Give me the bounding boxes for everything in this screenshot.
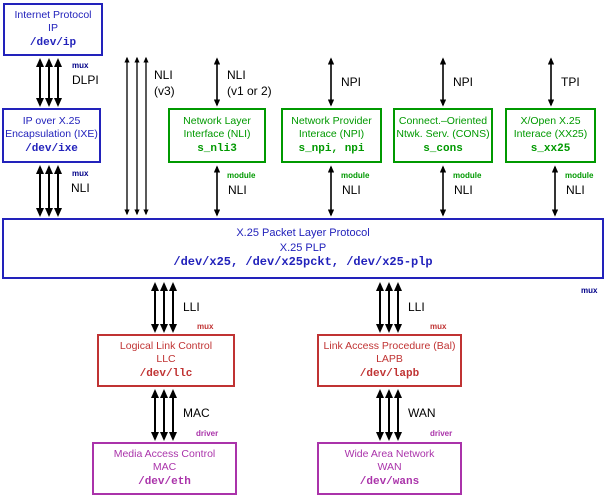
arrows-ip-ixe	[36, 58, 62, 107]
wan-box-line2: WAN	[377, 461, 402, 474]
npi-label-top-npi: NPI	[341, 75, 362, 89]
llc-box-line1: Logical Link Control	[119, 339, 213, 352]
ixe-box: IP over X.25 Encapsulation (IXE) /dev/ix…	[2, 108, 101, 163]
wan-iface-label: WAN	[408, 406, 436, 420]
plp-box: X.25 Packet Layer Protocol X.25 PLP /dev…	[2, 218, 604, 279]
ixe-box-device: /dev/ixe	[25, 142, 78, 155]
mac-iface-label: MAC	[183, 406, 210, 420]
npi-box-line1: Network Provider	[291, 114, 372, 127]
nli-box-line1: Network Layer	[183, 114, 251, 127]
lli-label-llc: LLI	[183, 300, 200, 314]
cons-box-device: s_cons	[423, 142, 463, 155]
nli-v3-label-line1: NLI	[154, 68, 173, 82]
mux-label-plp: mux	[581, 286, 598, 295]
driver-label-wan: driver	[430, 429, 453, 438]
lli-label-lapb: LLI	[408, 300, 425, 314]
mac-box: Media Access Control MAC /dev/eth	[92, 442, 237, 495]
npi-label-top-cons: NPI	[453, 75, 474, 89]
nli-box-device: s_nli3	[197, 142, 237, 155]
lapb-box-line1: Link Access Procedure (Bal)	[323, 339, 456, 352]
arrows-nli-v3-plp	[124, 56, 149, 216]
nli-box-line2: Interface (NLI)	[183, 128, 251, 141]
lapb-box: Link Access Procedure (Bal) LAPB /dev/la…	[317, 334, 462, 387]
xx25-box: X/Open X.25 Interace (XX25) s_xx25	[505, 108, 596, 163]
nli-label-below-cons: NLI	[454, 183, 473, 197]
module-label-npi: module	[341, 171, 370, 180]
npi-box: Network Provider Interace (NPI) s_npi, n…	[281, 108, 382, 163]
wan-box-device: /dev/wans	[359, 475, 420, 488]
llc-box-device: /dev/llc	[139, 367, 193, 380]
npi-box-device: s_npi, npi	[298, 142, 365, 155]
mux-label-llc: mux	[197, 322, 214, 331]
llc-box: Logical Link Control LLC /dev/llc	[97, 334, 235, 387]
arrows-ixe-plp	[36, 165, 62, 217]
ip-box-line2: IP	[48, 22, 58, 35]
ip-box: Internet Protocol IP /dev/ip	[3, 3, 103, 56]
lapb-box-line2: LAPB	[376, 353, 403, 366]
ixe-box-line2: Encapsulation (IXE)	[5, 128, 98, 141]
xx25-box-line2: Interace (XX25)	[513, 128, 588, 141]
arrows-llc-mac	[151, 389, 177, 441]
mux-label-ixe-plp: mux	[72, 169, 89, 178]
cons-box-line2: Ntwk. Serv. (CONS)	[396, 128, 490, 141]
cons-box: Connect.–Oriented Ntwk. Serv. (CONS) s_c…	[393, 108, 493, 163]
xx25-box-device: s_xx25	[530, 142, 571, 155]
wan-box: Wide Area Network WAN /dev/wans	[317, 442, 462, 495]
ip-box-device: /dev/ip	[29, 36, 77, 49]
driver-label-mac: driver	[196, 429, 219, 438]
xx25-box-line1: X/Open X.25	[520, 114, 581, 127]
plp-box-device: /dev/x25, /dev/x25pckt, /dev/x25-plp	[173, 255, 433, 269]
nli-label-below-nli: NLI	[228, 183, 247, 197]
mux-label-ip-ixe: mux	[72, 61, 89, 70]
nli-v1or2-label-line2: (v1 or 2)	[227, 83, 272, 98]
lapb-box-device: /dev/lapb	[359, 367, 420, 380]
mac-box-line1: Media Access Control	[113, 447, 216, 460]
nli-box: Network Layer Interface (NLI) s_nli3	[168, 108, 266, 163]
nli-v3-label-line2: (v3)	[154, 83, 175, 98]
module-label-nli: module	[227, 171, 256, 180]
arrows-plp-llc	[151, 282, 177, 333]
tpi-label-top-xx25: TPI	[561, 75, 580, 89]
mac-box-line2: MAC	[152, 461, 177, 474]
arrows-plp-lapb	[376, 282, 402, 333]
plp-box-line2: X.25 PLP	[279, 241, 327, 254]
arrows-green-boxes-plp	[213, 165, 559, 217]
module-label-cons: module	[453, 171, 482, 180]
nli-v1or2-label-line1: NLI	[227, 68, 246, 82]
npi-box-line2: Interace (NPI)	[298, 128, 365, 141]
mux-label-lapb: mux	[430, 322, 447, 331]
arrows-lapb-wan	[376, 389, 402, 441]
nli-label-below-npi: NLI	[342, 183, 361, 197]
dlpi-label: DLPI	[72, 73, 99, 87]
ixe-box-line1: IP over X.25	[22, 114, 81, 127]
plp-box-line1: X.25 Packet Layer Protocol	[236, 227, 370, 240]
nli-v3-label: NLI (v3)	[154, 68, 175, 99]
cons-box-line1: Connect.–Oriented	[398, 114, 488, 127]
nli-label-below-xx25: NLI	[566, 183, 585, 197]
mac-box-device: /dev/eth	[138, 475, 191, 488]
nli-label-ixe: NLI	[71, 181, 90, 195]
nli-v1or2-label: NLI (v1 or 2)	[227, 68, 272, 99]
ip-box-line1: Internet Protocol	[14, 8, 92, 21]
wan-box-line1: Wide Area Network	[344, 447, 435, 460]
module-label-xx25: module	[565, 171, 594, 180]
llc-box-line2: LLC	[156, 353, 176, 366]
